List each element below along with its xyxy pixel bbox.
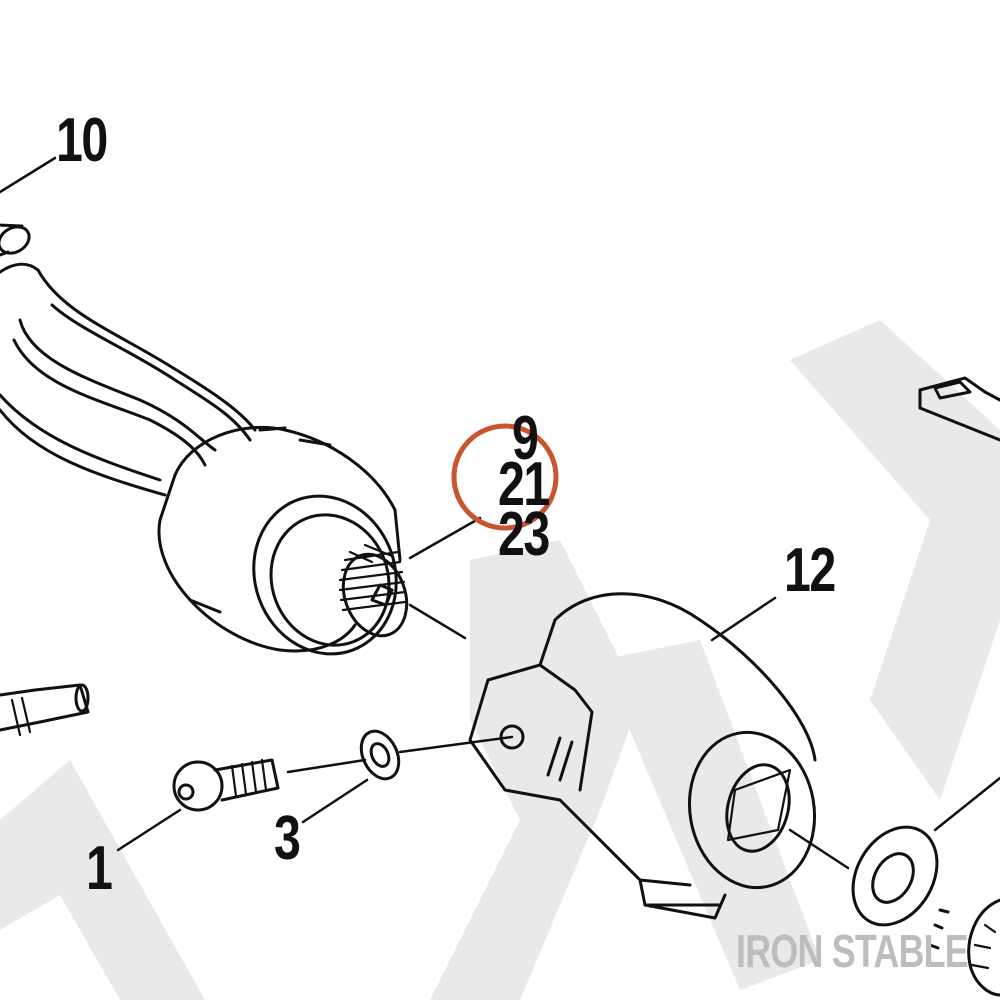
cable-fitting [0, 683, 90, 737]
leader-lines [0, 156, 1000, 870]
washer-large [851, 825, 939, 927]
switch-body [157, 425, 409, 656]
background-watermark-letters [0, 320, 1000, 1000]
callout-10: 10 [56, 106, 108, 175]
washer-small [359, 729, 401, 781]
retaining-clip [918, 376, 1000, 442]
wire-harness [0, 223, 257, 497]
callout-21: 21 [498, 450, 550, 519]
highlight-circle [451, 423, 559, 531]
screw [172, 758, 280, 812]
callout-12: 12 [784, 536, 836, 605]
switch-housing [468, 592, 817, 920]
callout-1: 1 [86, 834, 113, 903]
callout-9: 9 [512, 404, 539, 473]
callout-23: 23 [498, 500, 550, 569]
brand-watermark: IRON STABLE [736, 925, 969, 977]
locking-nut [928, 898, 1000, 997]
callout-3: 3 [274, 804, 301, 873]
